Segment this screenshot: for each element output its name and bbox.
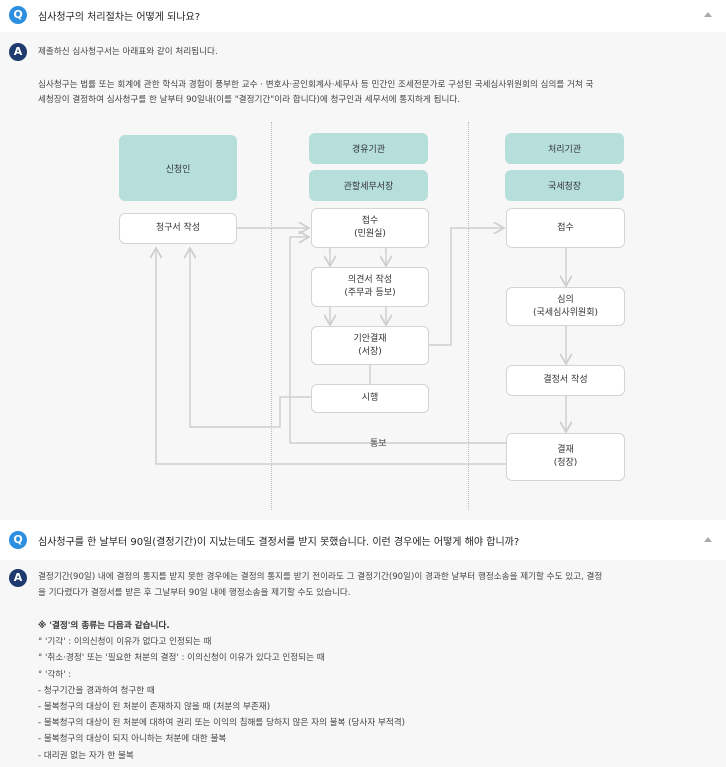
column-divider: [271, 122, 272, 510]
step-review-label: 심의: [557, 294, 574, 305]
list-item: - 청구기간을 경과하여 청구한 때: [38, 685, 155, 696]
step-opinion-sub: (주무과 등보): [344, 288, 396, 298]
step-review: 심의 (국세심사위원회): [506, 287, 625, 326]
faq-answer-1: A 제출하신 심사청구서는 아래표와 같이 처리됩니다. 심사청구는 법률 또는…: [0, 32, 726, 520]
district-office-header: 관할세무서장: [309, 170, 428, 201]
step-draft-label: 기안결재: [353, 333, 387, 344]
question-text: 심사청구를 한 날부터 90일(결정기간)이 지났는데도 결정서를 받지 못했습…: [38, 537, 520, 548]
step-receipt-label: 접수: [361, 216, 379, 226]
step-draft-approval: 기안결재 (서장): [311, 326, 429, 365]
answer-line-1: 결정기간(90일) 내에 결정의 통지를 받지 못한 경우에는 결정의 통지를 …: [38, 572, 603, 582]
answer-intro: 제출하신 심사청구서는 아래표와 같이 처리됩니다.: [38, 47, 218, 57]
faq-question-2[interactable]: Q 심사청구를 한 날부터 90일(결정기간)이 지났는데도 결정서를 받지 못…: [0, 525, 726, 555]
flow-arrows: [0, 100, 726, 465]
a-badge-icon: A: [9, 569, 27, 587]
q-badge-icon: Q: [9, 531, 27, 549]
step-final-approval: 결재 (청장): [506, 433, 625, 481]
faq-answer-2: A 결정기간(90일) 내에 결정의 통지를 받지 못한 경우에는 결정의 통지…: [0, 560, 726, 767]
list-item: - 불복청구의 대상이 된 처분에 대하여 권리 또는 이익의 침해를 당하지 …: [38, 718, 406, 729]
step-approval-sub: (청장): [553, 458, 578, 468]
step-execute: 시행: [311, 384, 429, 413]
chevron-up-icon[interactable]: [704, 12, 712, 17]
answer-line-2: 세청장이 결정하여 심사청구를 한 날부터 90일내(이를 "결정기간"이라 합…: [38, 95, 461, 105]
q-badge-icon: Q: [9, 6, 27, 24]
step-review-sub: (국세심사위원회): [533, 307, 598, 318]
step-opinion: 의견서 작성 (주무과 등보): [311, 267, 429, 307]
a-badge-icon: A: [9, 43, 27, 61]
step-receipt: 접수 (민원실): [311, 208, 429, 248]
notify-label: 통보: [370, 439, 387, 449]
step-write-claim: 청구서 작성: [119, 213, 237, 244]
faq-question-1[interactable]: Q 심사청구의 처리절차는 어떻게 되나요?: [0, 0, 726, 30]
step-opinion-label: 의견서 작성: [347, 275, 393, 285]
process-flow-diagram: 신청인 청구서 작성 경유기관 관할세무서장 접수 (민원실) 의견서 작성 (…: [0, 100, 726, 510]
list-item: - 불복청구의 대상이 된 처분이 존재하지 않을 때 (처분의 부존재): [38, 702, 271, 713]
step-receipt-sub: (민원실): [354, 229, 386, 239]
step-approval-label: 결재: [557, 445, 574, 455]
via-agency-header: 경유기관: [309, 133, 428, 164]
step-hq-receipt: 접수: [506, 208, 625, 248]
chevron-up-icon[interactable]: [704, 537, 712, 542]
step-draft-sub: (서장): [358, 346, 382, 357]
list-item: ° '취소·경정' 또는 '필요한 처분의 결정' : 이의신청이 이유가 있다…: [38, 653, 325, 664]
column-divider: [468, 122, 469, 510]
answer-line-1: 심사청구는 법률 또는 회계에 관한 학식과 경험이 풍부한 교수 · 변호사·…: [38, 80, 594, 90]
types-title: ※ '결정'의 종류는 다음과 같습니다.: [38, 621, 170, 631]
list-item: ° '각하' :: [38, 669, 72, 680]
list-item: - 대리권 없는 자가 한 불복: [38, 750, 134, 761]
list-item: ° '기각' : 이의신청이 이유가 없다고 인정되는 때: [38, 637, 212, 648]
nts-commissioner-header: 국세청장: [505, 170, 624, 201]
applicant-header: 신청인: [119, 135, 237, 201]
processing-agency-header: 처리기관: [505, 133, 624, 164]
decision-types: ※ '결정'의 종류는 다음과 같습니다. ° '기각' : 이의신청이 이유가…: [38, 618, 405, 764]
question-text: 심사청구의 처리절차는 어떻게 되나요?: [38, 12, 201, 23]
list-item: - 불복청구의 대상이 되지 아니하는 처분에 대한 불복: [38, 734, 227, 745]
step-write-decision: 결정서 작성: [506, 365, 625, 396]
answer-line-2: 을 기다렸다가 결정서를 받은 후 그날부터 90일 내에 행정소송을 제기할 …: [38, 588, 351, 598]
